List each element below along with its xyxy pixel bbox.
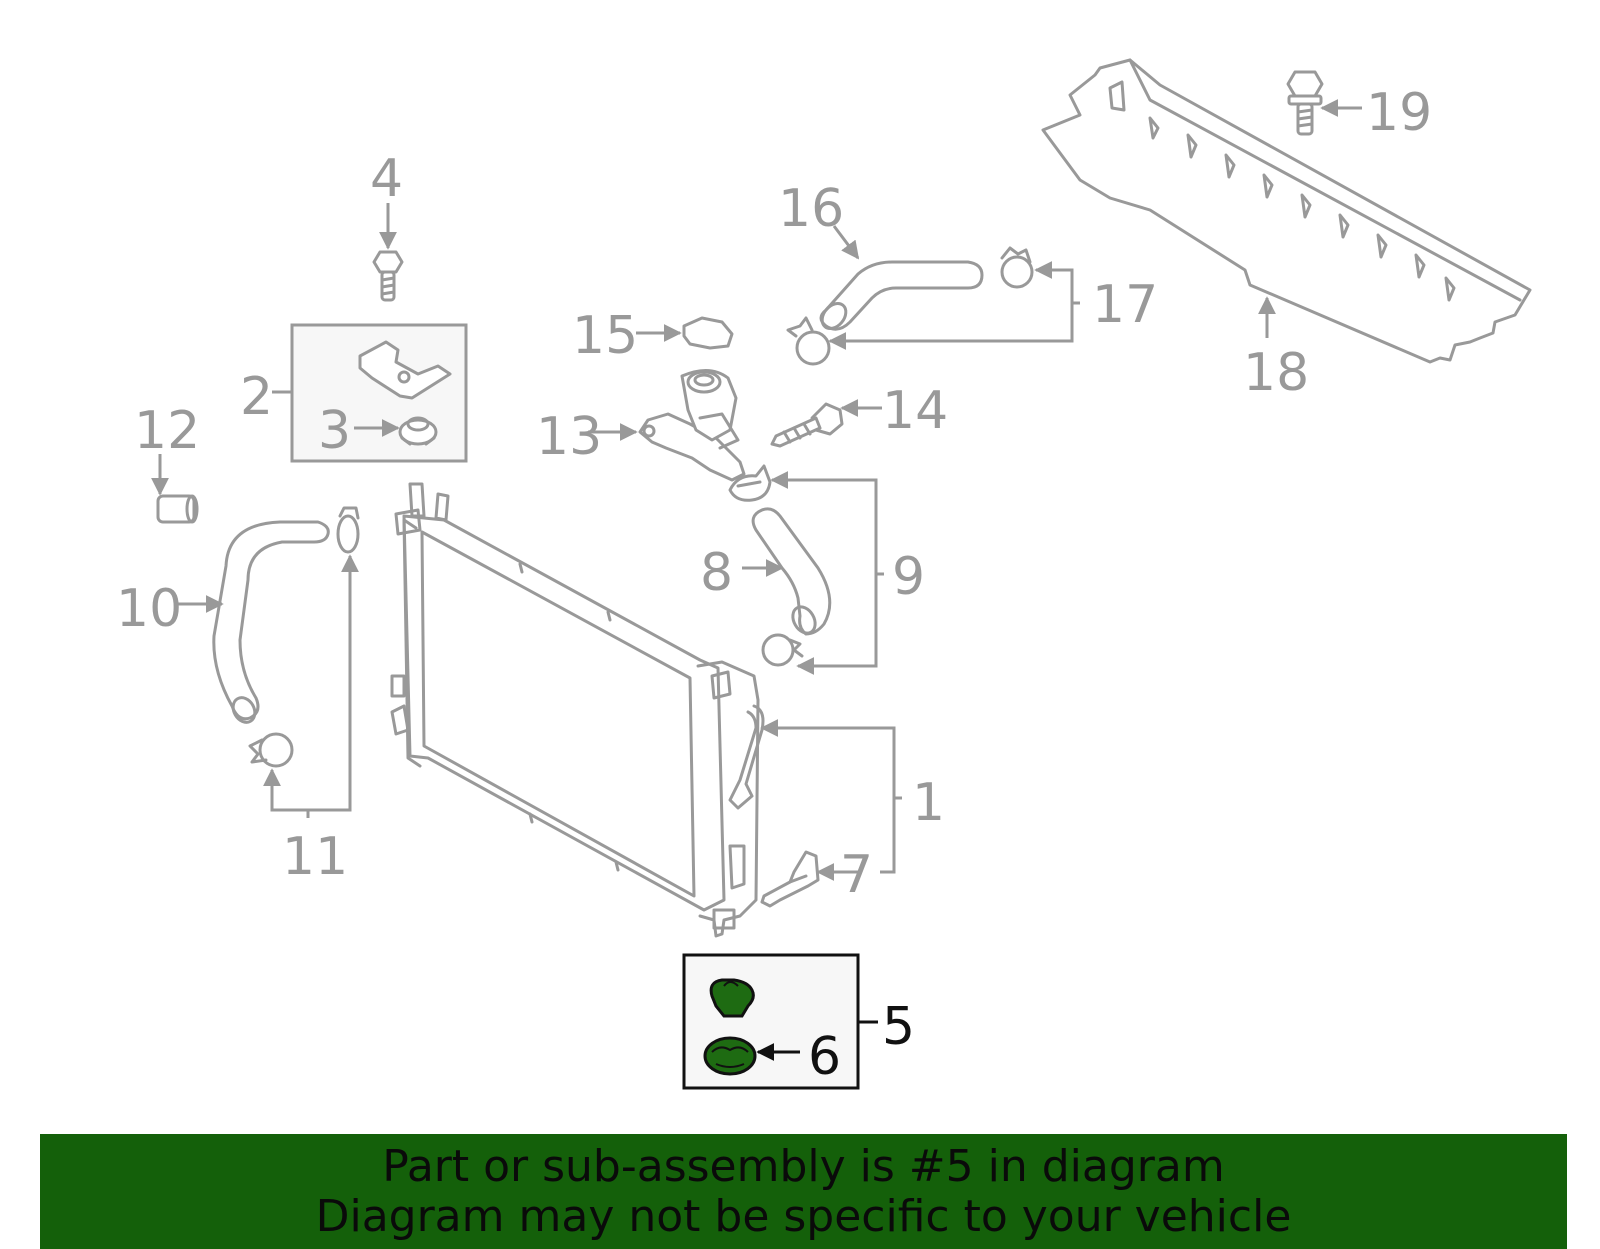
part-16-upper-hose[interactable] (817, 260, 984, 333)
callout-16: 16 (778, 179, 844, 239)
leader-9 (770, 471, 884, 675)
callout-7: 7 (840, 845, 873, 905)
part-12-drain-plug[interactable] (156, 494, 199, 524)
part-19-bolt[interactable] (1286, 70, 1324, 136)
leader-11 (263, 554, 359, 818)
callout-10: 10 (116, 579, 182, 639)
cap-seal (709, 978, 755, 1018)
part-10-lower-hose[interactable] (212, 520, 330, 726)
callout-6: 6 (808, 1027, 841, 1087)
part-3-mount-insulator[interactable] (398, 416, 438, 446)
leader-16 (832, 225, 860, 260)
part-13-water-outlet[interactable] (638, 369, 746, 482)
part-18-radiator-cover[interactable] (1041, 58, 1532, 364)
part-4-bolt[interactable] (372, 250, 404, 302)
banner-line-2: Diagram may not be specific to your vehi… (315, 1190, 1292, 1242)
callout-17: 17 (1092, 275, 1158, 335)
banner-line-1: Part or sub-assembly is #5 in diagram (382, 1140, 1225, 1192)
info-banner: Part or sub-assembly is #5 in diagram Di… (40, 1134, 1567, 1249)
callout-1: 1 (912, 773, 945, 833)
part-17-clamp-upper[interactable] (1000, 246, 1034, 289)
part-9-clamp-upper[interactable] (728, 464, 772, 502)
callout-2: 2 (240, 367, 273, 427)
callout-14: 14 (882, 381, 948, 441)
bracket (358, 340, 452, 400)
part-7-mount-pin[interactable] (760, 850, 820, 908)
part-8-hose[interactable] (751, 507, 832, 637)
callout-12: 12 (134, 401, 200, 461)
part-14-bolt[interactable] (770, 402, 844, 448)
callout-9: 9 (892, 547, 925, 607)
callout-15: 15 (572, 306, 638, 366)
callout-11: 11 (282, 827, 348, 887)
part-17-clamp-lower[interactable] (786, 316, 831, 366)
part-1-radiator[interactable] (390, 482, 765, 938)
callout-8: 8 (700, 543, 733, 603)
leader-17 (828, 261, 1080, 350)
callout-18: 18 (1243, 343, 1309, 403)
callout-19: 19 (1366, 83, 1432, 143)
part-6-radiator-cap[interactable] (703, 1036, 757, 1076)
part-11-clamp-upper[interactable] (336, 506, 360, 554)
leader-1 (760, 719, 902, 874)
part-9-clamp-lower[interactable] (761, 633, 804, 667)
callout-3: 3 (318, 401, 351, 461)
callout-4: 4 (370, 149, 403, 209)
part-11-clamp-lower[interactable] (248, 732, 294, 768)
part-15-gasket[interactable] (682, 316, 734, 350)
callout-13: 13 (536, 407, 602, 467)
part-2-bracket-kit[interactable] (290, 323, 468, 463)
callout-5: 5 (882, 997, 915, 1057)
